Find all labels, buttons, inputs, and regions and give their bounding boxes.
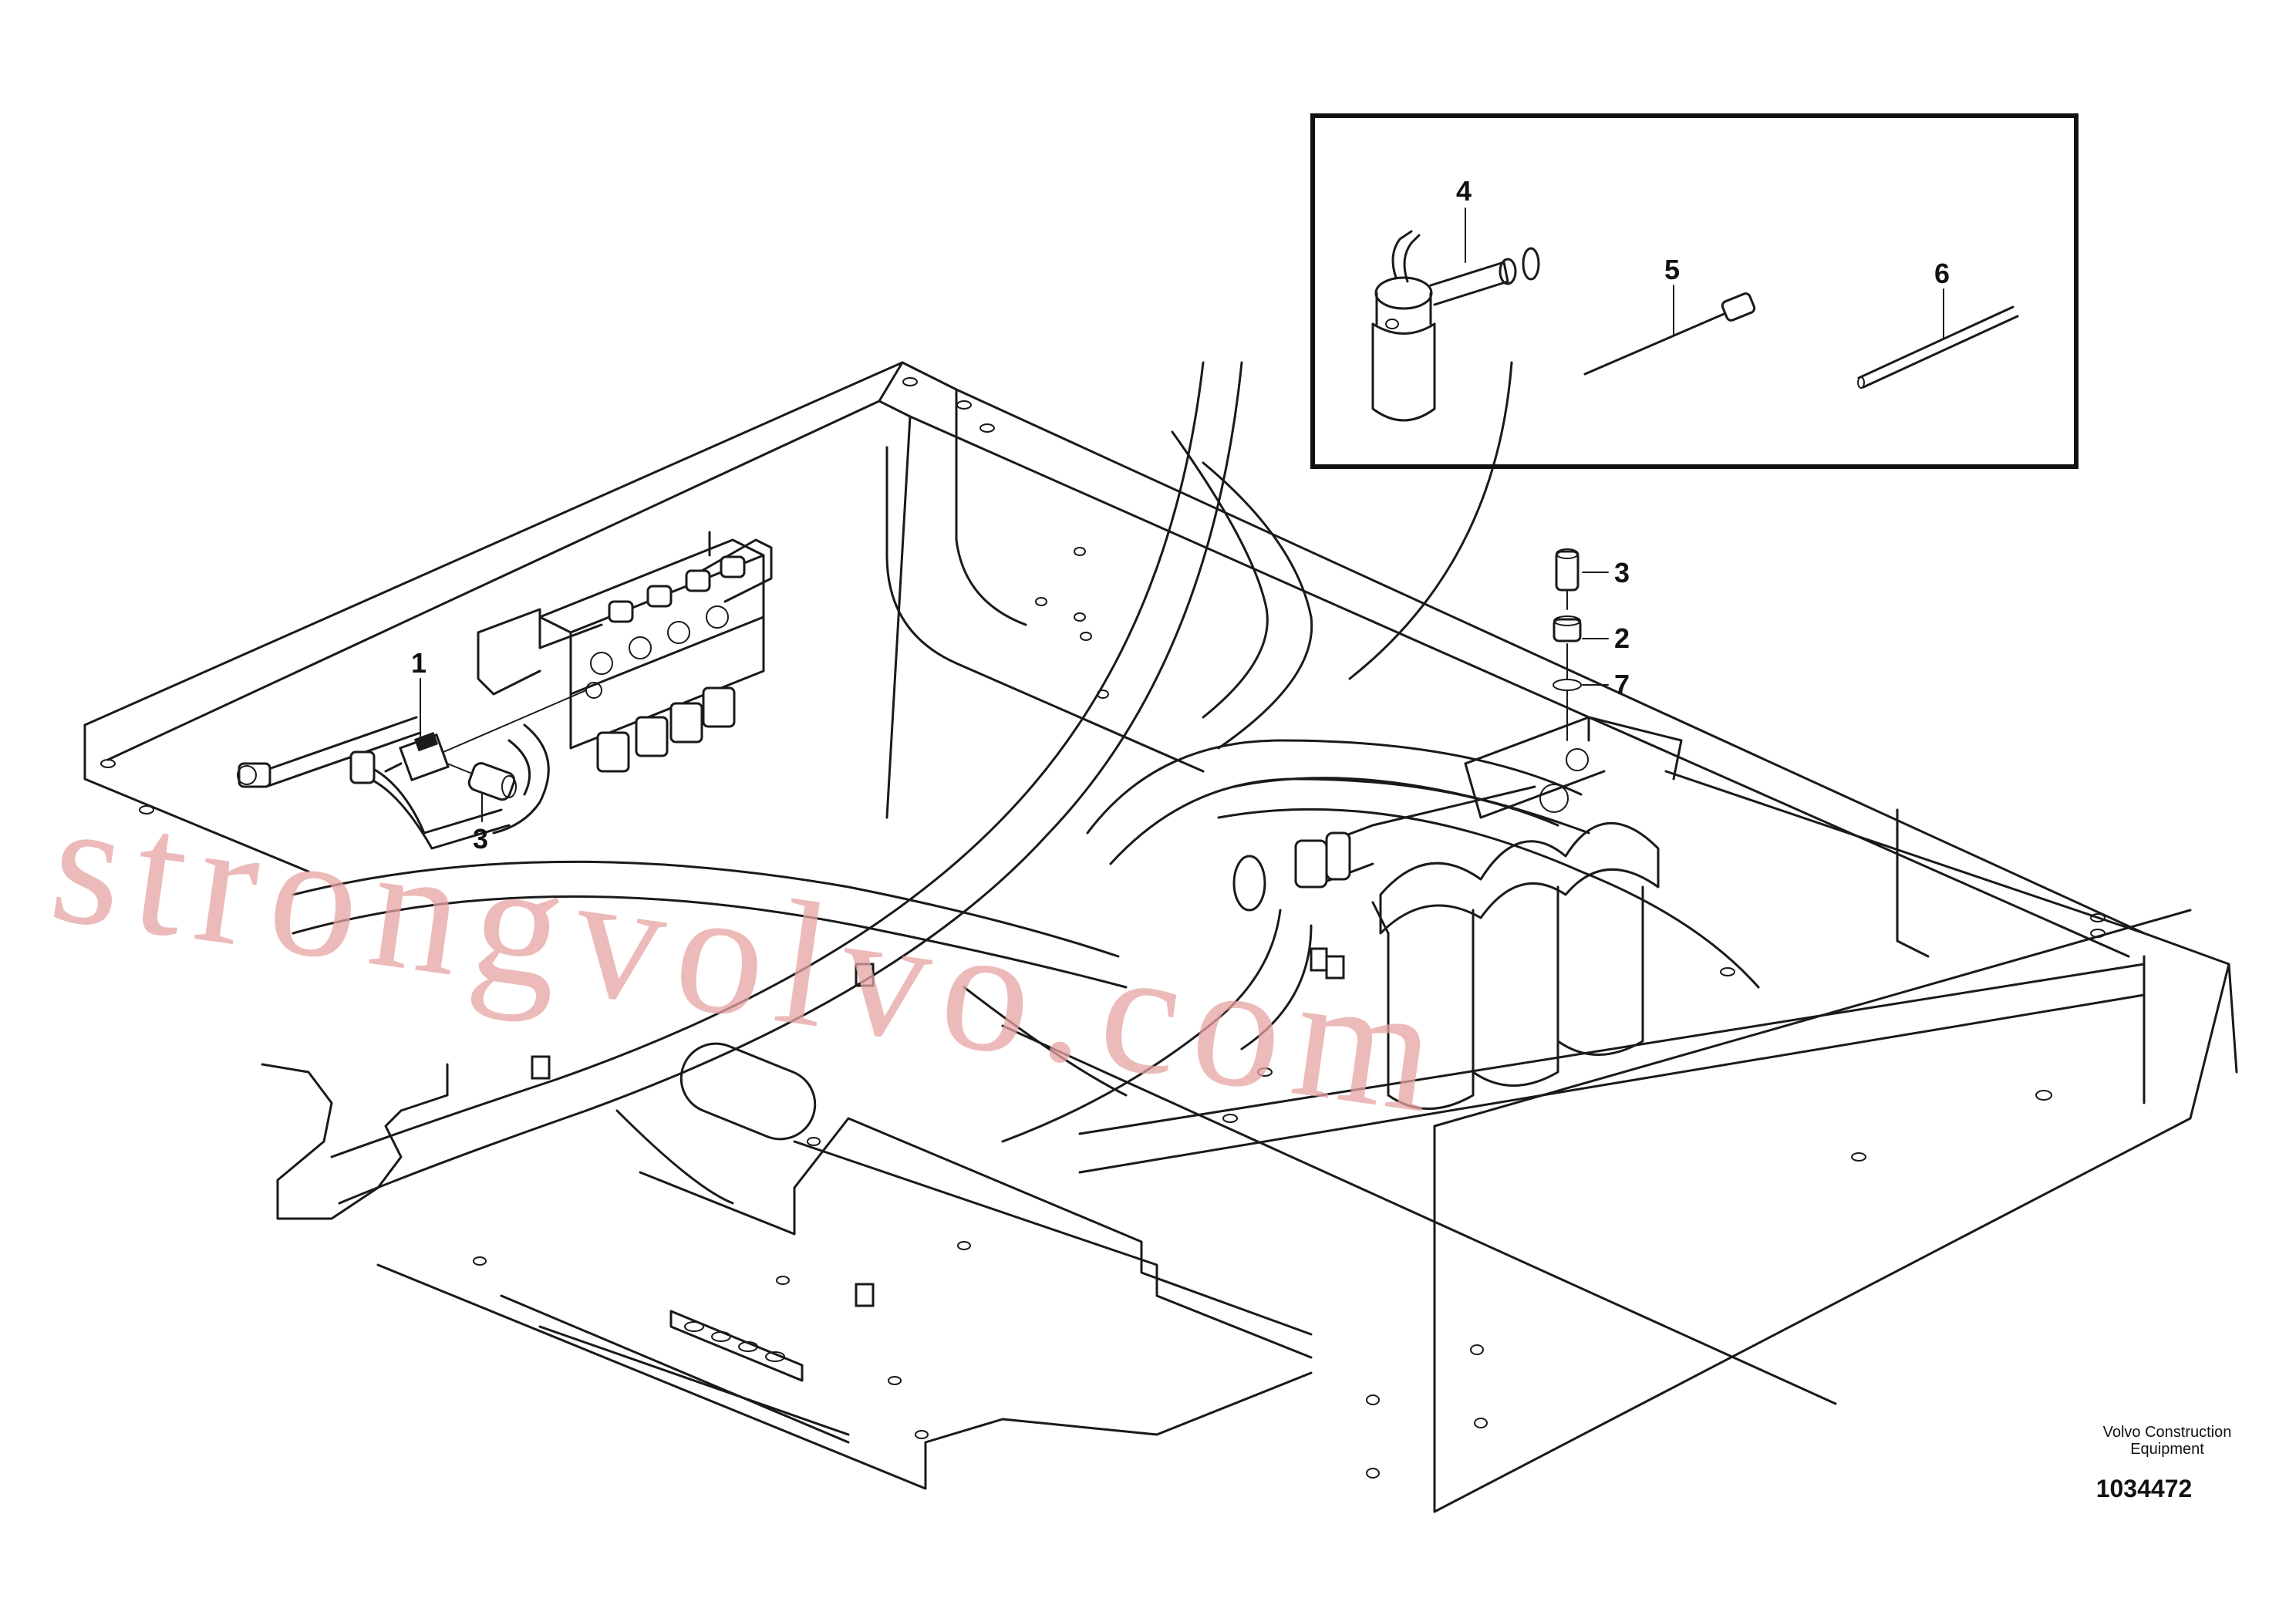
part-1-fitting — [384, 690, 587, 782]
drawing-number: 1034472 — [2095, 1475, 2193, 1502]
parts-stack — [1553, 548, 1582, 741]
frame-bolt-holes — [100, 377, 2106, 1479]
watermark: strongvolvo.com — [41, 761, 1460, 1152]
chassis-frame — [83, 361, 2238, 1513]
callout-2: 2 — [1614, 622, 1630, 654]
part-4-pump — [1371, 207, 1540, 422]
inset-box — [1310, 113, 2079, 469]
callout-6: 6 — [1934, 258, 1950, 289]
callout-1: 1 — [411, 647, 426, 679]
hose-routing — [292, 361, 1760, 1205]
brand-line-2: Equipment — [2130, 1441, 2204, 1458]
callout-4: 4 — [1456, 175, 1472, 207]
part-5-needle — [1583, 285, 1756, 376]
callout-7: 7 — [1614, 669, 1630, 700]
callout-3-right: 3 — [1614, 557, 1630, 588]
brand-label: Volvo Construction Equipment — [2067, 1424, 2267, 1458]
part-6-tube — [1857, 288, 2019, 389]
callout-leaders — [420, 572, 1609, 822]
callout-5: 5 — [1664, 254, 1680, 285]
fuel-filter-assembly — [1232, 716, 1683, 1110]
callout-3-left: 3 — [473, 823, 488, 855]
part-3-left-nipple — [447, 762, 517, 801]
left-hose-fittings — [237, 716, 550, 850]
brand-line-1: Volvo Construction — [2102, 1424, 2232, 1441]
distribution-block — [477, 531, 773, 773]
